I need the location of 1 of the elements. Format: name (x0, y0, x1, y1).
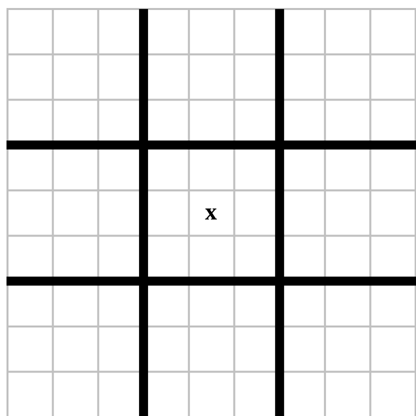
grid-mark: x (205, 208, 217, 220)
